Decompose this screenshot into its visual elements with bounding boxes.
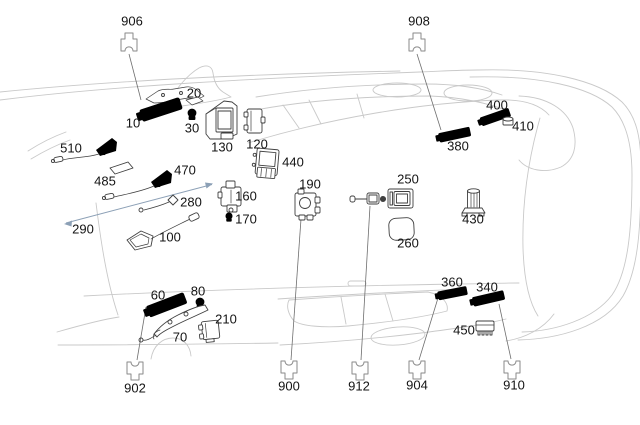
connector-908-plug-icon[interactable] — [408, 32, 426, 52]
callout-labels: 10 20 30 60 70 80 100 120 130 160 170 190 210 250 260 2… — [60, 14, 534, 396]
part-label-430[interactable]: 430 — [462, 212, 484, 227]
connector-label-900[interactable]: 900 — [278, 379, 300, 394]
connector-902-plug-icon[interactable] — [126, 361, 144, 381]
part-160-drawing[interactable] — [217, 180, 242, 213]
sunroof-rear — [443, 84, 493, 102]
leader-904 — [418, 297, 439, 361]
part-485-drawing[interactable] — [109, 161, 134, 175]
side-mirror-fin — [167, 65, 232, 107]
part-label-30[interactable]: 30 — [185, 121, 199, 136]
car-outline — [0, 65, 640, 360]
part-label-120[interactable]: 120 — [246, 137, 268, 152]
part-label-250[interactable]: 250 — [397, 172, 419, 187]
leader-902 — [136, 306, 147, 361]
leader-910 — [498, 303, 512, 360]
part-70-drawing[interactable] — [138, 304, 209, 343]
leader-912 — [360, 205, 371, 361]
part-label-340[interactable]: 340 — [476, 280, 498, 295]
antenna-cable-290 — [64, 182, 213, 227]
leader-lines — [128, 53, 512, 361]
connector-label-910[interactable]: 910 — [503, 378, 525, 393]
part-label-450[interactable]: 450 — [453, 323, 475, 338]
connector-label-906[interactable]: 906 — [121, 14, 143, 29]
part-label-470[interactable]: 470 — [174, 163, 196, 178]
connector-label-908[interactable]: 908 — [408, 14, 430, 29]
part-label-510[interactable]: 510 — [60, 141, 82, 156]
connector-label-912[interactable]: 912 — [348, 379, 370, 394]
part-120-drawing[interactable] — [243, 108, 266, 134]
part-430-drawing[interactable] — [461, 188, 486, 217]
leader-908 — [416, 53, 442, 131]
part-170-drawing[interactable] — [225, 212, 233, 222]
door-handle — [347, 280, 367, 287]
connector-910-plug-icon[interactable] — [503, 360, 521, 380]
part-label-160[interactable]: 160 — [235, 189, 257, 204]
part-label-360[interactable]: 360 — [441, 275, 463, 290]
connector-label-904[interactable]: 904 — [406, 378, 428, 393]
rear-wheel-arch — [370, 326, 426, 346]
part-440-drawing[interactable] — [251, 147, 280, 180]
part-410-drawing[interactable] — [502, 116, 514, 126]
part-label-290[interactable]: 290 — [72, 222, 94, 237]
part-label-170[interactable]: 170 — [235, 212, 257, 227]
part-label-440[interactable]: 440 — [282, 155, 304, 170]
part-130-drawing[interactable] — [205, 100, 238, 140]
part-label-410[interactable]: 410 — [512, 119, 534, 134]
part-20-drawing[interactable] — [145, 86, 205, 106]
part-260-drawing[interactable] — [388, 217, 415, 241]
part-label-80[interactable]: 80 — [191, 284, 205, 299]
part-470-drawing[interactable] — [101, 170, 172, 201]
part-30-drawing[interactable] — [187, 108, 197, 120]
part-label-70[interactable]: 70 — [173, 330, 187, 345]
part-label-20[interactable]: 20 — [187, 86, 201, 101]
sunroof-front — [372, 82, 422, 98]
part-label-10[interactable]: 10 — [126, 116, 140, 131]
part-100-drawing[interactable] — [126, 212, 200, 251]
front-wheel-arch — [150, 337, 192, 360]
part-210-drawing[interactable] — [198, 319, 221, 343]
part-250-drawing[interactable] — [349, 188, 414, 209]
connector-906-plug-icon[interactable] — [120, 32, 138, 52]
part-190-drawing[interactable] — [294, 188, 321, 221]
part-label-380[interactable]: 380 — [447, 139, 469, 154]
connector-900-plug-icon[interactable] — [280, 360, 298, 380]
part-510-drawing[interactable] — [50, 138, 117, 164]
part-280-drawing[interactable] — [138, 194, 179, 213]
leader-900 — [290, 218, 302, 361]
part-label-485[interactable]: 485 — [94, 174, 116, 189]
part-label-100[interactable]: 100 — [159, 230, 181, 245]
part-label-130[interactable]: 130 — [211, 140, 233, 155]
part-label-260[interactable]: 260 — [397, 236, 419, 251]
part-label-60[interactable]: 60 — [151, 288, 165, 303]
part-label-280[interactable]: 280 — [180, 195, 202, 210]
connector-label-902[interactable]: 902 — [124, 381, 146, 396]
part-label-400[interactable]: 400 — [486, 98, 508, 113]
connector-912-plug-icon[interactable] — [351, 361, 369, 381]
leader-906 — [128, 53, 142, 101]
part-label-210[interactable]: 210 — [215, 312, 237, 327]
connector-904-plug-icon[interactable] — [408, 360, 426, 380]
part-label-190[interactable]: 190 — [299, 177, 321, 192]
part-450-drawing[interactable] — [475, 320, 495, 336]
